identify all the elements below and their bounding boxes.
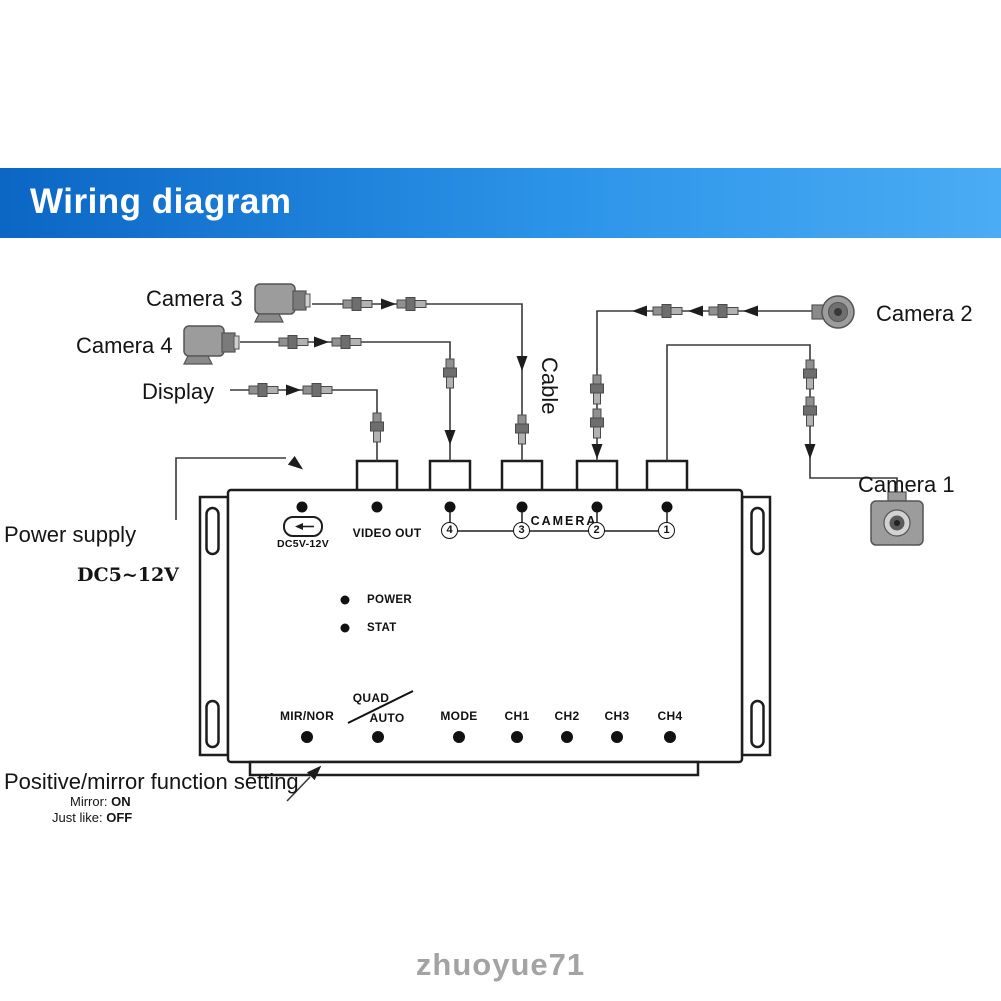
page-title: Wiring diagram <box>30 182 292 221</box>
camera-group-bracket <box>449 512 668 532</box>
camera-port-4-mark: 4 <box>441 522 458 539</box>
camera1-cable <box>666 344 898 493</box>
camera-group-label: CAMERA <box>530 514 598 528</box>
mirror-setting-label: Positive/mirror function setting <box>4 769 299 794</box>
ch3-button-label: CH3 <box>604 709 630 723</box>
mounting-bracket-right <box>740 495 772 757</box>
camera2-label: Camera 2 <box>876 301 973 326</box>
mirror-value: ON <box>111 794 131 809</box>
title-banner: Wiring diagram <box>0 168 1001 238</box>
ch2-button-label: CH2 <box>554 709 580 723</box>
power-voltage-label: DC5~12V <box>77 564 179 586</box>
camera3-label: Camera 3 <box>146 286 243 311</box>
display-label: Display <box>142 379 215 404</box>
camera-port-2-mark: 2 <box>588 522 605 539</box>
mirror-setting-arrow <box>286 761 326 802</box>
display-cable <box>230 383 384 461</box>
button-dots <box>301 731 676 743</box>
camera1-icon <box>870 491 924 546</box>
camera3-icon <box>254 283 311 323</box>
stat-led-label: STAT <box>367 622 397 634</box>
camera4-cable <box>240 335 457 461</box>
mir-nor-button-label: MIR/NOR <box>279 709 335 723</box>
camera1-label: Camera 1 <box>858 472 955 497</box>
power-supply-arrow <box>175 455 307 520</box>
seller-watermark: zhuoyue71 <box>415 947 586 982</box>
mirror-key: Mirror: <box>70 794 108 809</box>
justlike-value: OFF <box>106 810 133 825</box>
status-leds <box>340 595 350 633</box>
control-box-base <box>248 760 700 777</box>
top-ports <box>355 459 689 493</box>
camera3-cable <box>312 297 529 461</box>
camera-port-1-mark: 1 <box>658 522 675 539</box>
ch1-button-label: CH1 <box>504 709 530 723</box>
power-port-label: DC5V-12V <box>276 538 329 550</box>
justlike-row: Just like: OFF <box>52 810 132 825</box>
video-out-label: VIDEO OUT <box>352 526 422 540</box>
quad-button-label: QUAD <box>352 691 390 705</box>
camera2-cable <box>590 304 816 461</box>
power-input-icon <box>283 516 323 537</box>
camera4-icon <box>183 325 240 365</box>
quad-auto-slash <box>347 690 414 724</box>
ch4-button-label: CH4 <box>657 709 683 723</box>
mirror-row: Mirror: ON <box>70 794 131 809</box>
power-supply-label: Power supply <box>4 522 137 547</box>
camera-port-3-mark: 3 <box>513 522 530 539</box>
justlike-key: Just like: <box>52 810 103 825</box>
mode-button-label: MODE <box>440 709 478 723</box>
mounting-bracket-left <box>198 495 230 757</box>
control-box <box>198 459 772 777</box>
power-led-label: POWER <box>367 594 412 606</box>
camera2-icon <box>811 295 855 329</box>
camera4-label: Camera 4 <box>76 333 173 358</box>
top-connector-dots <box>296 501 673 513</box>
cable-label: Cable <box>537 357 562 415</box>
auto-button-label: AUTO <box>369 711 405 725</box>
